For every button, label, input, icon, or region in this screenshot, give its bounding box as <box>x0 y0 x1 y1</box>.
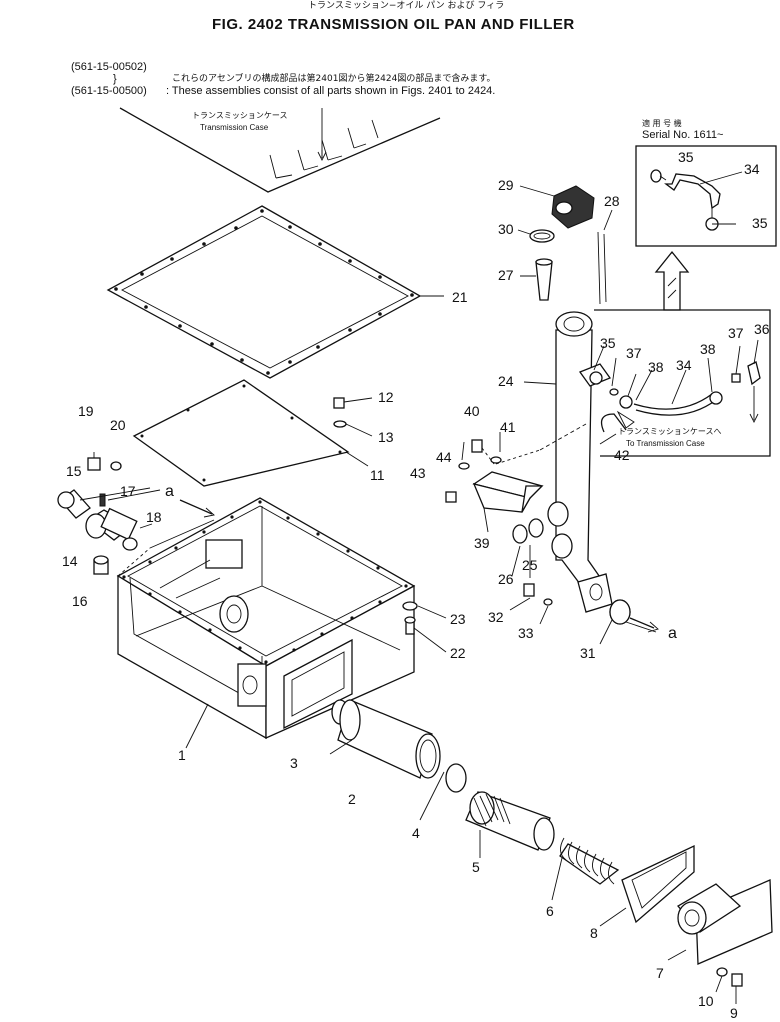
callout-18: 18 <box>146 509 162 525</box>
serial-detail-box <box>635 145 777 247</box>
callout-24: 24 <box>498 373 514 389</box>
callout-42: 42 <box>614 447 630 463</box>
assembly-part-number-2: (561-15-00500) <box>71 85 147 97</box>
left-fittings <box>57 452 161 575</box>
figure-title: FIG. 2402 TRANSMISSION OIL PAN AND FILLE… <box>212 16 575 33</box>
plug-12 <box>333 397 373 409</box>
callout-4: 4 <box>412 825 420 841</box>
filler-cap-parts <box>517 185 613 305</box>
ring-31 <box>609 599 659 633</box>
callout-35-serial-bottom: 35 <box>752 215 768 231</box>
connector-a-lines <box>179 499 215 518</box>
bracket-39 <box>445 423 587 533</box>
callout-34-serial: 34 <box>744 161 760 177</box>
callout-29: 29 <box>498 177 514 193</box>
callout-20: 20 <box>110 417 126 433</box>
callout-27: 27 <box>498 267 514 283</box>
callout-3: 3 <box>290 755 298 771</box>
callout-7: 7 <box>656 965 664 981</box>
serial-en: Serial No. 1611~ <box>642 129 724 141</box>
callout-6: 6 <box>546 903 554 919</box>
callout-5: 5 <box>472 859 480 875</box>
callout-2: 2 <box>348 791 356 807</box>
gasket-21 <box>106 205 444 379</box>
connector-a-left: a <box>165 483 174 500</box>
note-jp: これらのアセンブリの構成部品は第2401図から第2424図の部品まで含みます。 <box>172 74 496 84</box>
callout-13: 13 <box>378 429 394 445</box>
cover-plate-11 <box>132 379 369 487</box>
callout-35-serial-top: 35 <box>678 149 694 165</box>
callout-9: 9 <box>730 1005 738 1021</box>
washer-13 <box>333 420 373 437</box>
callout-30: 30 <box>498 221 514 237</box>
callout-8: 8 <box>590 925 598 941</box>
case-label-jp: トランスミッションケース <box>192 111 288 120</box>
callout-33: 33 <box>518 625 534 641</box>
to-case-en: To Transmission Case <box>626 439 705 448</box>
callout-10: 10 <box>698 993 714 1009</box>
callout-43: 43 <box>410 465 426 481</box>
connector-a-right: a <box>668 625 677 642</box>
callout-14: 14 <box>62 553 78 569</box>
assembly-part-number-1: (561-15-00502) <box>71 61 147 73</box>
callout-25: 25 <box>522 557 538 573</box>
to-case-jp: トランスミッションケースへ <box>618 427 722 436</box>
callout-16: 16 <box>72 593 88 609</box>
filler-tube-24 <box>523 311 613 613</box>
jp-title: トランスミッション−オイル パン および フィラ <box>308 1 505 11</box>
callout-21: 21 <box>452 289 468 305</box>
callout-39: 39 <box>474 535 490 551</box>
oil-pan-1 <box>116 497 416 749</box>
callout-41: 41 <box>500 419 516 435</box>
callout-28: 28 <box>604 193 620 209</box>
callout-19: 19 <box>78 403 94 419</box>
hose-detail-box <box>578 309 771 457</box>
callout-31: 31 <box>580 645 596 661</box>
callout-38-left: 38 <box>648 359 664 375</box>
callout-15: 15 <box>66 463 82 479</box>
callout-17: 17 <box>120 483 136 499</box>
callout-37-right: 37 <box>728 325 744 341</box>
transmission-case-outline <box>119 107 441 193</box>
callout-37-left: 37 <box>626 345 642 361</box>
callout-34: 34 <box>676 357 692 373</box>
note-arrow <box>317 150 327 162</box>
note-bracket: } <box>113 73 117 85</box>
serial-jp: 適 用 号 機 <box>642 119 682 128</box>
callout-35: 35 <box>600 335 616 351</box>
case-label-en: Transmission Case <box>200 123 269 132</box>
callout-36: 36 <box>754 321 770 337</box>
bolt-22-washer-23 <box>402 601 447 653</box>
callout-23: 23 <box>450 611 466 627</box>
callout-12: 12 <box>378 389 394 405</box>
callout-1: 1 <box>178 747 186 763</box>
upward-arrow <box>654 250 690 311</box>
callout-22: 22 <box>450 645 466 661</box>
callout-26: 26 <box>498 571 514 587</box>
callout-32: 32 <box>488 609 504 625</box>
callout-40: 40 <box>464 403 480 419</box>
callout-11: 11 <box>370 467 385 483</box>
strainer-parts <box>329 699 773 1004</box>
callout-38-right: 38 <box>700 341 716 357</box>
note-en: : These assemblies consist of all parts … <box>166 85 496 97</box>
callout-44: 44 <box>436 449 452 465</box>
